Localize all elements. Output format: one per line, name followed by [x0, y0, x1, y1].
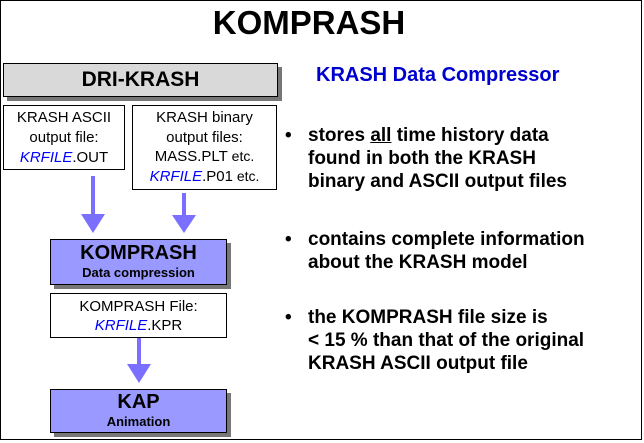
- binary-line2: output files:: [166, 128, 243, 146]
- right-heading: KRASH Data Compressor: [316, 64, 560, 86]
- binary-filename: KRFILE: [149, 167, 203, 185]
- bullet-1-line2: found in both the KRASH: [308, 148, 536, 169]
- bullet-3-line1: the KOMPRASH file size is: [308, 307, 548, 328]
- binary-ext: .P01: [202, 167, 233, 185]
- binary-output-box: KRASH binary output files: MASS.PLT etc.…: [132, 105, 277, 190]
- komprash-sublabel: Data compression: [82, 265, 195, 280]
- binary-line1: KRASH binary: [156, 109, 253, 126]
- ascii-output-box: KRASH ASCII output file: KRFILE.OUT: [3, 105, 125, 170]
- slide-title: KOMPRASH: [212, 4, 406, 41]
- kap-process-box: KAP Animation: [50, 389, 227, 433]
- komprash-process-box: KOMPRASH Data compression: [50, 239, 227, 285]
- komprash-label: KOMPRASH: [80, 242, 197, 264]
- arrow-komprash-to-kap: [127, 338, 151, 383]
- bullet-dot-icon: •: [285, 229, 292, 250]
- komprash-filename: KRFILE: [94, 317, 148, 334]
- kap-sublabel: Animation: [106, 414, 171, 429]
- komprash-file-line1: KOMPRASH File:: [79, 298, 198, 315]
- dri-krash-box: DRI-KRASH: [3, 63, 278, 97]
- kap-label: KAP: [117, 391, 160, 413]
- bullet-3-line2: < 15 % than that of the original: [308, 330, 585, 351]
- arrow-binary-to-komprash: [172, 193, 196, 233]
- binary-mass-etc: etc.: [227, 148, 255, 164]
- bullet-2-line2: about the KRASH model: [308, 252, 528, 273]
- binary-ext-etc: etc.: [232, 167, 260, 184]
- bullet-1-emph: all: [370, 125, 392, 146]
- bullet-1-post: time history data: [391, 125, 549, 146]
- bullet-1-pre: stores: [308, 125, 371, 146]
- komprash-file-box: KOMPRASH File: KRFILE.KPR: [50, 293, 227, 338]
- binary-mass: MASS.PLT: [154, 148, 228, 165]
- arrow-ascii-to-komprash: [81, 176, 105, 233]
- bullet-dot-icon: •: [285, 307, 292, 328]
- ascii-line1: KRASH ASCII: [16, 109, 112, 126]
- bullet-3-line3: KRASH ASCII output file: [308, 353, 528, 374]
- bullet-2-line1: contains complete information: [308, 229, 585, 250]
- bullet-1-line3: binary and ASCII output files: [308, 171, 567, 192]
- ascii-filename: KRFILE: [19, 149, 73, 166]
- komprash-ext: .KPR: [147, 317, 183, 334]
- ascii-ext: .OUT: [72, 149, 109, 166]
- dri-krash-label: DRI-KRASH: [81, 68, 200, 91]
- ascii-line2: output file:: [29, 129, 99, 146]
- bullet-dot-icon: •: [285, 125, 292, 146]
